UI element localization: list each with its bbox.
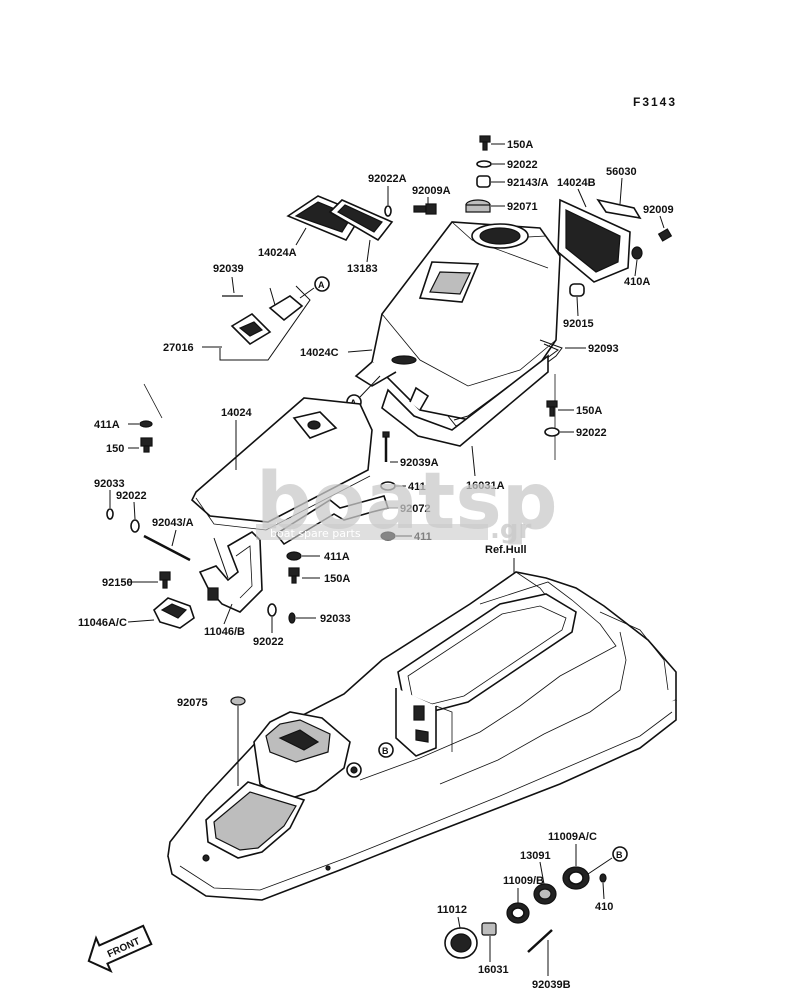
svg-text:A: A [318,280,325,290]
grommet-92015 [569,283,585,297]
label-ref-hull: Ref.Hull [485,544,527,556]
bolt-92150 [159,571,171,589]
label-92033-low: 92033 [320,613,351,625]
grommet-92143A [476,175,491,188]
label-11009AC: 11009A/C [548,831,597,843]
label-92022-left: 92022 [116,490,147,502]
callout-B-ring: B [612,846,628,862]
clip-27016 [268,295,304,322]
washer-92033-left [106,508,114,520]
front-arrow-icon: FRONT [87,924,153,973]
hood-16031A [381,354,549,447]
label-92043A: 92043/A [152,517,194,529]
label-11012: 11012 [437,904,467,916]
label-92009: 92009 [643,204,674,216]
ring-11009AC [562,866,590,890]
label-92022-low: 92022 [253,636,284,648]
label-92015: 92015 [563,318,594,330]
label-16031A: 16031A [466,480,505,492]
screw-92039B [527,929,553,953]
watermark-logo: boatsp boat spare parts .gr [256,457,558,547]
label-92022A: 92022A [368,173,407,185]
bolt-92009A [413,203,437,215]
vent-cover-14024B [557,198,631,283]
nut-410A [631,246,643,260]
label-14024B: 14024B [557,177,596,189]
washer-411-a [380,481,396,491]
hull [167,571,677,901]
label-150A-top: 150A [507,139,533,151]
fuel-tank-14024C [354,221,561,421]
washer-92022-mid [544,427,560,437]
label-11009B: 11009/B [503,875,544,887]
washer-92022A [384,205,392,217]
washer-92022-top [476,160,492,168]
label-92039B: 92039B [532,979,571,991]
label-92143A: 92143/A [507,177,549,189]
watermark-tagline: boat spare parts [270,527,361,540]
flange-13091 [533,883,557,905]
callout-B-hull: B [378,742,394,758]
label-410: 410 [595,901,613,913]
label-27016: 27016 [163,342,194,354]
label-92072: 92072 [400,503,431,515]
label-92071: 92071 [507,201,538,213]
label-410A: 410A [624,276,650,288]
pad-16031 [481,922,497,936]
washer-411A-mid [286,551,302,561]
washer-411A-left [139,420,153,428]
bolt-92039A [382,431,390,462]
bolt-150A-top [479,135,491,151]
cap-92075 [230,696,246,706]
label-56030: 56030 [606,166,637,178]
cover-14024 [191,397,373,531]
label-150A-mid: 150A [576,405,602,417]
label-13183: 13183 [347,263,378,275]
label-16031: 16031 [478,964,509,976]
ring-11009B [506,902,530,924]
bracket-11046B [198,530,263,613]
plate-56030 [596,198,642,220]
watermark-domain: .gr [490,515,531,545]
label-14024: 14024 [221,407,252,419]
bolt-92009 [657,228,673,242]
label-92009A: 92009A [412,185,451,197]
cap-92071 [465,199,491,213]
label-11046B: 11046/B [204,626,245,638]
label-411A-mid: 411A [324,551,350,563]
svg-text:B: B [616,850,623,860]
label-14024C: 14024C [300,347,339,359]
label-92022-top: 92022 [507,159,538,171]
washer-92022-left [130,519,140,533]
cap-11012 [444,927,478,959]
label-13091: 13091 [520,850,551,862]
gasket-13183 [328,199,394,242]
label-92039: 92039 [213,263,244,275]
svg-text:B: B [382,746,389,756]
label-92033-left: 92033 [94,478,125,490]
label-92150: 92150 [102,577,133,589]
callout-A-top: A [314,276,330,292]
label-92039A: 92039A [400,457,439,469]
rod-92043A [143,534,191,562]
figure-code: F3143 [633,95,677,109]
bolt-150A-mid [546,400,558,417]
label-92022-mid: 92022 [576,427,607,439]
label-92075: 92075 [177,697,208,709]
label-14024A: 14024A [258,247,297,259]
label-92093: 92093 [588,343,619,355]
bolt-150-left [140,437,153,453]
label-11046AC: 11046A/C [78,617,127,629]
bolt-150A-low [288,567,300,584]
label-150-left: 150 [106,443,124,455]
label-150A-low: 150A [324,573,350,585]
nut-410 [599,873,607,883]
washer-92022-low [267,603,277,617]
label-411A-left: 411A [94,419,120,431]
washer-92033-low [288,612,296,624]
label-411-a: 411 [408,481,426,493]
